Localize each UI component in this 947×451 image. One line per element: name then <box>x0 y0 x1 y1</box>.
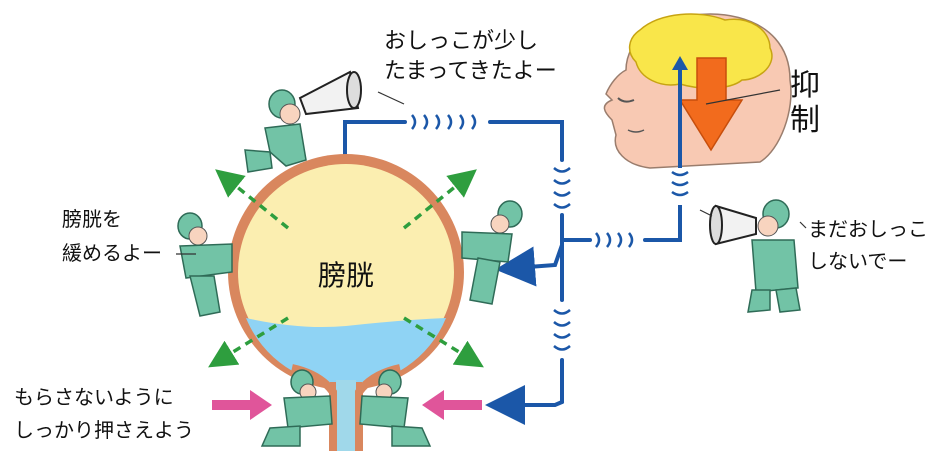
nerve-message-line1: おしっこが少し <box>384 29 538 54</box>
squeeze-arrow-left <box>212 390 272 420</box>
squeeze-arrow-right <box>422 390 482 420</box>
megaphone-icon-brain <box>709 204 757 246</box>
hold-message-line1: もらさないように <box>14 385 174 409</box>
bladder-label: 膀胱 <box>318 259 374 292</box>
brain-icon <box>628 13 773 89</box>
nerve-pathway <box>343 120 682 425</box>
nerve-arrowhead-up <box>672 56 688 70</box>
worker-figure-bottom-left <box>260 369 333 447</box>
signal-waves-vertical-1 <box>553 167 571 209</box>
signal-waves-vertical-2 <box>553 309 571 351</box>
signal-waves-to-brain <box>595 232 634 248</box>
nerve-message-line2: たまってきたよー <box>384 59 557 84</box>
megaphone-icon <box>298 70 362 116</box>
worker-figure-bottom-right <box>359 369 432 447</box>
bladder <box>228 154 464 451</box>
relax-message-line1: 膀胱を <box>62 207 122 231</box>
suppress-label-1: 抑 <box>790 68 820 103</box>
worker-figure-right <box>461 200 523 305</box>
worker-figure-top <box>244 89 307 173</box>
signal-waves-top <box>411 114 477 130</box>
suppress-label-2: 制 <box>790 103 820 138</box>
relax-message-line2: 緩めるよー <box>62 241 162 265</box>
brain-message-line2: しないでー <box>808 249 907 273</box>
hold-message-line2: しっかり押さえよう <box>14 418 194 442</box>
worker-figure-left <box>177 212 233 317</box>
suppress-arrow <box>678 57 744 152</box>
signal-waves-vertical-right <box>671 170 689 197</box>
brain-message-line1: まだおしっこ <box>808 217 928 241</box>
worker-figure-brain <box>747 199 801 313</box>
